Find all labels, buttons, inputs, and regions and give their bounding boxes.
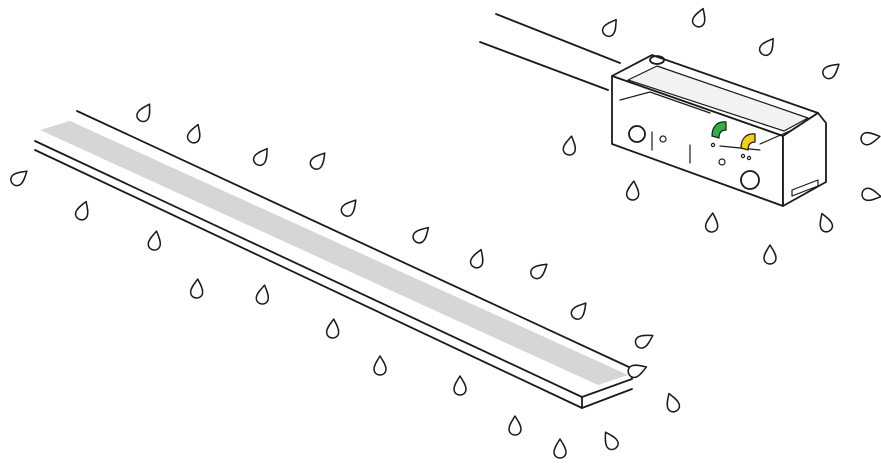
water-drop-icon [469, 248, 484, 269]
water-drop-icon [340, 199, 357, 217]
water-drop-icon [758, 37, 774, 57]
housing-end [782, 112, 827, 207]
water-drop-icon [309, 152, 326, 170]
housing-pin-2 [718, 158, 726, 166]
housing-top-recess [627, 65, 809, 132]
water-drop-icon [10, 170, 28, 187]
status-led-yellow [740, 133, 756, 151]
water-drop-icon [373, 355, 387, 376]
water-drop-icon [625, 180, 640, 201]
housing-groove [719, 145, 761, 151]
led-dot-2 [740, 153, 746, 159]
water-drop-icon [553, 438, 567, 459]
led-dot-1 [710, 142, 716, 148]
led-dot-3 [746, 155, 752, 161]
cable-top-edge [495, 13, 621, 64]
connector-slot [791, 179, 819, 197]
water-drop-icon [704, 212, 719, 233]
water-drop-icon [861, 187, 881, 202]
water-drop-icon [255, 284, 270, 305]
water-drop-icon [570, 302, 587, 320]
water-drop-icon [822, 63, 840, 80]
water-drop-icon [562, 135, 577, 156]
water-drop-icon [763, 244, 777, 265]
water-drop-icon [453, 375, 467, 396]
water-drop-icon [74, 200, 89, 221]
mount-hole-left [628, 125, 646, 143]
sensor-housing [611, 54, 827, 207]
scale-bottom-edge [34, 149, 633, 409]
water-drop-icon [530, 263, 548, 280]
water-drop-icon [604, 431, 619, 451]
status-led-green [711, 121, 727, 139]
water-drop-icon [325, 318, 340, 339]
magnetic-scale-tape [0, 95, 633, 409]
scale-fade [0, 95, 90, 175]
water-drop-icon [186, 123, 201, 144]
water-drop-icon [666, 392, 681, 413]
scale-top-edge [34, 110, 633, 398]
scale-stripe [40, 121, 628, 385]
water-drop-icon [634, 334, 654, 349]
sleeve-line [759, 129, 793, 145]
water-drop-icon [627, 364, 648, 379]
water-drop-icon [860, 131, 881, 146]
housing-step-line [619, 91, 711, 114]
cable-bottom-edge [479, 41, 609, 91]
water-drop-icon [508, 415, 522, 436]
water-drop-icon [691, 7, 706, 28]
water-drop-icon [252, 147, 268, 167]
cable [479, 13, 621, 91]
mount-hole-right [740, 170, 760, 190]
water-drop-icon [601, 18, 617, 38]
water-drop-icon [136, 103, 151, 123]
mount-hole-top [649, 55, 665, 65]
housing-pin-1 [659, 135, 667, 143]
water-drop-icon [147, 230, 162, 251]
water-drop-icon [819, 212, 834, 233]
water-drop-icon [412, 226, 430, 244]
water-drop-icon [189, 278, 204, 299]
water-drops [10, 7, 881, 459]
